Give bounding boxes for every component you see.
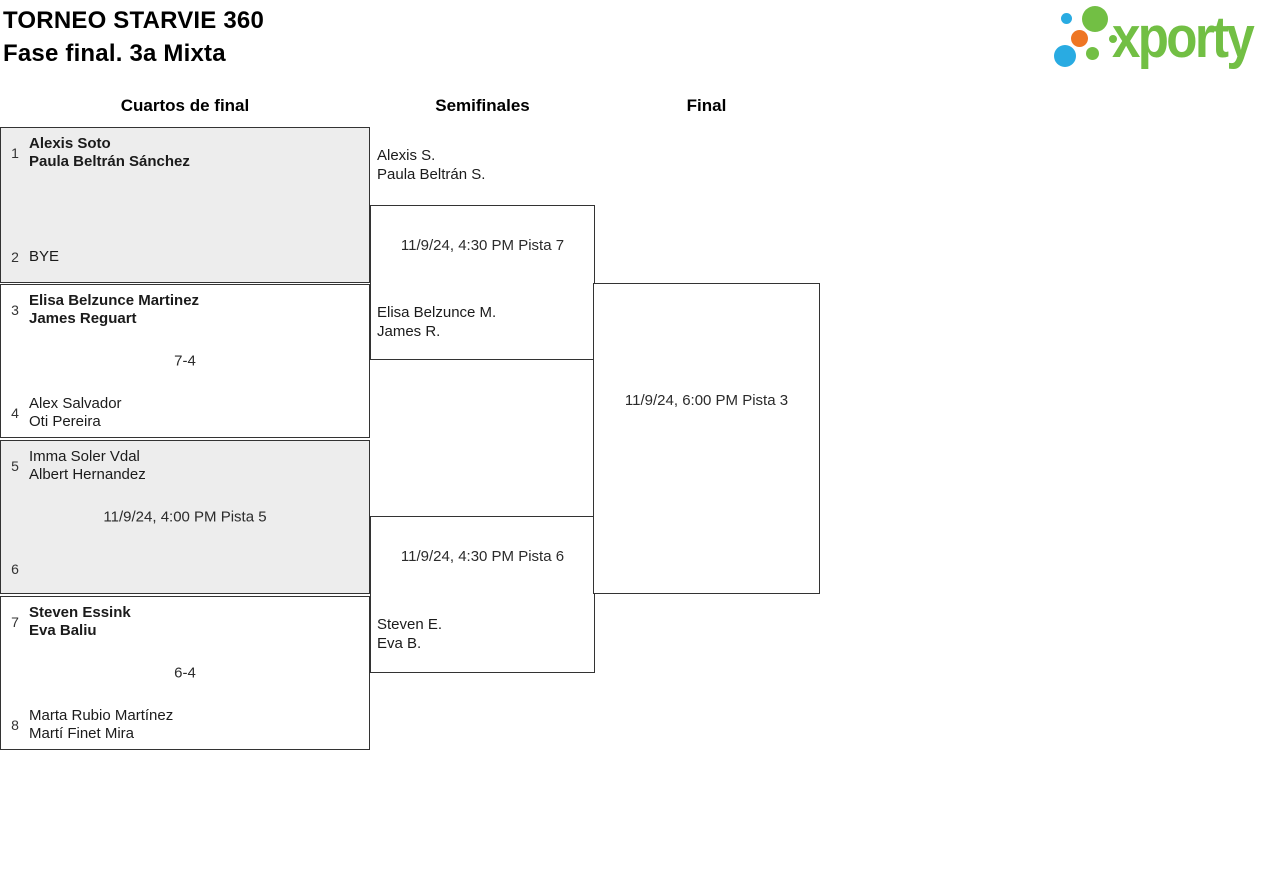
pair-names: Imma Soler Vdal Albert Hernandez xyxy=(29,448,146,484)
match-slot-bottom: 4 Alex Salvador Oti Pereira xyxy=(3,395,122,431)
pair-names: Alexis Soto Paula Beltrán Sánchez xyxy=(29,135,190,171)
match-score: 7-4 xyxy=(174,352,196,370)
match-score: 6-4 xyxy=(174,664,196,682)
match-schedule: 11/9/24, 4:30 PM Pista 6 xyxy=(400,548,565,565)
player-name: Alexis S. xyxy=(377,147,436,164)
match-slot-top: 1 Alexis Soto Paula Beltrán Sánchez xyxy=(3,135,190,171)
round-header-quarterfinals: Cuartos de final xyxy=(120,96,250,115)
player-name: Alexis Soto xyxy=(29,135,111,152)
logo-dot-icon xyxy=(1082,6,1108,32)
logo-dot-icon xyxy=(1109,35,1117,43)
match-slot-bottom: 6 xyxy=(3,561,29,577)
player-name: Elisa Belzunce M. xyxy=(377,304,497,321)
xporty-logo[interactable]: xporty xyxy=(1048,2,1278,82)
player-name: Albert Hernandez xyxy=(29,466,146,483)
match-quarterfinal-4[interactable]: 7 Steven Essink Eva Baliu 6-4 8 Marta Ru… xyxy=(0,596,370,750)
player-name: Steven E. xyxy=(377,616,443,633)
logo-dot-icon xyxy=(1054,45,1076,67)
seed-number: 4 xyxy=(11,405,19,421)
logo-dot-icon xyxy=(1071,30,1088,47)
round-header-final: Final xyxy=(686,96,727,115)
semifinal-1-top-pair: Alexis S. Paula Beltrán S. xyxy=(377,147,485,184)
player-name: Paula Beltrán Sánchez xyxy=(29,153,190,170)
player-name: Steven Essink xyxy=(29,604,131,621)
player-name: Eva Baliu xyxy=(29,622,97,639)
seed-number: 6 xyxy=(11,561,19,577)
player-name: BYE xyxy=(29,248,60,265)
match-slot-top: 5 Imma Soler Vdal Albert Hernandez xyxy=(3,448,146,484)
player-name: Imma Soler Vdal xyxy=(29,448,140,465)
player-name: Martí Finet Mira xyxy=(29,725,135,742)
player-name: James Reguart xyxy=(29,310,137,327)
pair-names: Steven Essink Eva Baliu xyxy=(29,604,131,640)
player-name: Oti Pereira xyxy=(29,413,101,430)
match-slot-top: 3 Elisa Belzunce Martinez James Reguart xyxy=(3,292,199,328)
player-name: Paula Beltrán S. xyxy=(377,165,486,183)
logo-dot-icon xyxy=(1061,13,1072,24)
seed-number: 8 xyxy=(11,717,19,733)
match-schedule: 11/9/24, 4:30 PM Pista 7 xyxy=(400,237,565,254)
phase-subtitle: Fase final. 3a Mixta xyxy=(3,40,226,67)
match-semifinal-1[interactable]: 11/9/24, 4:30 PM Pista 7 xyxy=(370,205,595,360)
seed-number: 3 xyxy=(11,302,19,318)
match-slot-bottom: 8 Marta Rubio Martínez Martí Finet Mira xyxy=(3,707,173,743)
match-quarterfinal-3[interactable]: 5 Imma Soler Vdal Albert Hernandez 11/9/… xyxy=(0,440,370,594)
seed-number: 5 xyxy=(11,458,19,474)
pair-names: BYE xyxy=(29,248,59,266)
logo-wordmark: xporty xyxy=(1112,5,1255,70)
seed-number: 2 xyxy=(11,249,19,265)
semifinal-1-bottom-pair: Elisa Belzunce M. James R. xyxy=(377,304,496,341)
match-quarterfinal-2[interactable]: 3 Elisa Belzunce Martinez James Reguart … xyxy=(0,284,370,438)
tournament-name: TORNEO STARVIE 360 xyxy=(3,7,265,34)
pair-names: Alex Salvador Oti Pereira xyxy=(29,395,122,431)
match-quarterfinal-1[interactable]: 1 Alexis Soto Paula Beltrán Sánchez 2 BY… xyxy=(0,127,370,283)
match-semifinal-2[interactable]: 11/9/24, 4:30 PM Pista 6 xyxy=(370,516,595,673)
player-name: Elisa Belzunce Martinez xyxy=(29,292,200,309)
pair-names: Marta Rubio Martínez Martí Finet Mira xyxy=(29,707,173,743)
page-title: TORNEO STARVIE 360 Fase final. 3a Mixta xyxy=(3,4,264,70)
player-name: Marta Rubio Martínez xyxy=(29,707,174,724)
match-slot-bottom: 2 BYE xyxy=(3,248,59,266)
seed-number: 1 xyxy=(11,145,19,161)
match-schedule: 11/9/24, 4:00 PM Pista 5 xyxy=(103,508,267,526)
player-name: Eva B. xyxy=(377,634,422,652)
logo-dot-icon xyxy=(1086,47,1099,60)
seed-number: 7 xyxy=(11,614,19,630)
pair-names: Elisa Belzunce Martinez James Reguart xyxy=(29,292,199,328)
player-name: Alex Salvador xyxy=(29,395,122,412)
match-slot-top: 7 Steven Essink Eva Baliu xyxy=(3,604,131,640)
match-schedule: 11/9/24, 6:00 PM Pista 3 xyxy=(624,392,789,409)
match-final[interactable]: 11/9/24, 6:00 PM Pista 3 xyxy=(593,283,820,594)
semifinal-2-bottom-pair: Steven E. Eva B. xyxy=(377,616,442,653)
round-header-semifinals: Semifinales xyxy=(435,96,530,115)
player-name: James R. xyxy=(377,322,441,340)
